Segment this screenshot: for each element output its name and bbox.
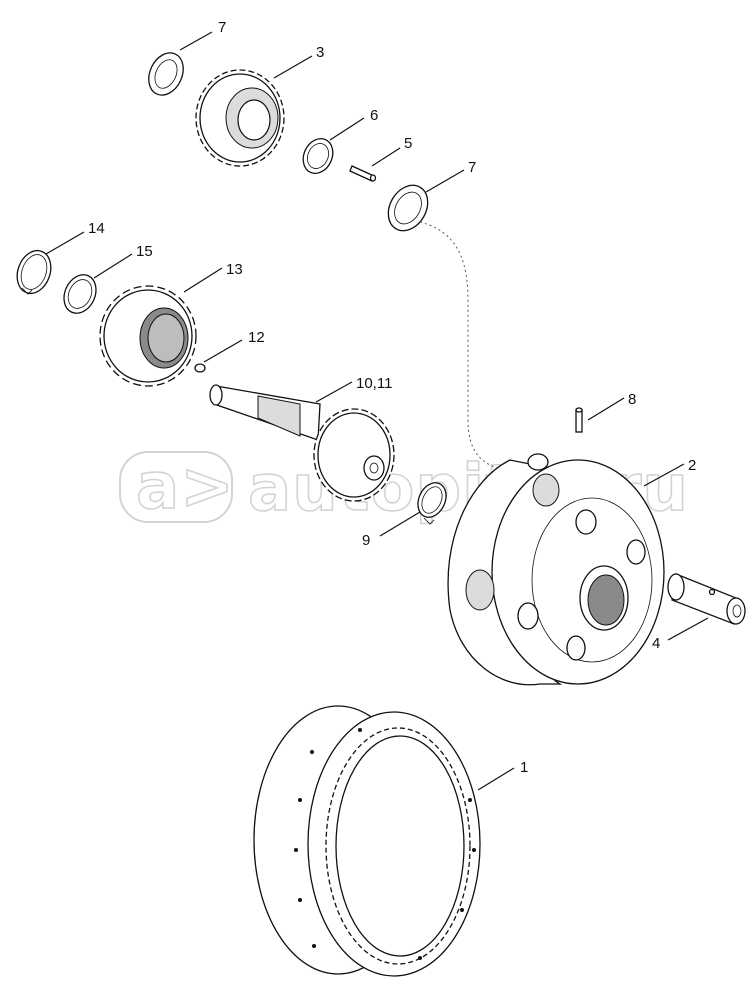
callout-15: 15 [136,243,153,260]
part-2-carrier [447,453,665,686]
part-1-ring-gear [253,705,481,977]
callout-10-11: 10,11 [356,375,392,392]
part-7-washer-right [387,184,429,232]
part-13-gear [99,285,197,387]
callout-8: 8 [628,391,636,408]
part-14-snap-ring [16,249,52,295]
callout-13: 13 [226,261,243,278]
callout-12: 12 [248,329,265,346]
part-5-pin [349,165,377,182]
part-9-snap-ring [417,482,447,525]
callout-14: 14 [88,220,105,237]
callout-7-right: 7 [468,159,476,176]
callout-7-top: 7 [218,19,226,36]
part-12-clip [194,363,206,373]
callout-5: 5 [404,135,412,152]
part-10-11-shaft-gear [209,384,395,502]
callouts: 7 3 6 5 7 14 15 13 12 10,11 8 2 9 4 1 [45,19,709,791]
part-8-pin [575,407,583,433]
callout-3: 3 [316,44,324,61]
watermark-logo: a> [136,450,235,524]
assembly-guide-line [419,221,506,471]
part-15-washer [63,274,97,314]
part-6-ring [302,137,334,175]
part-4-shaft [667,573,746,625]
callout-4: 4 [652,635,660,652]
callout-6: 6 [370,107,378,124]
callout-1: 1 [520,759,528,776]
part-7-washer-top [148,52,184,96]
callout-9: 9 [362,532,370,549]
part-3-gear [195,69,285,167]
callout-2: 2 [688,457,696,474]
watermark-logo-frame [119,451,233,523]
ring-gear-bolt-holes [294,728,476,960]
